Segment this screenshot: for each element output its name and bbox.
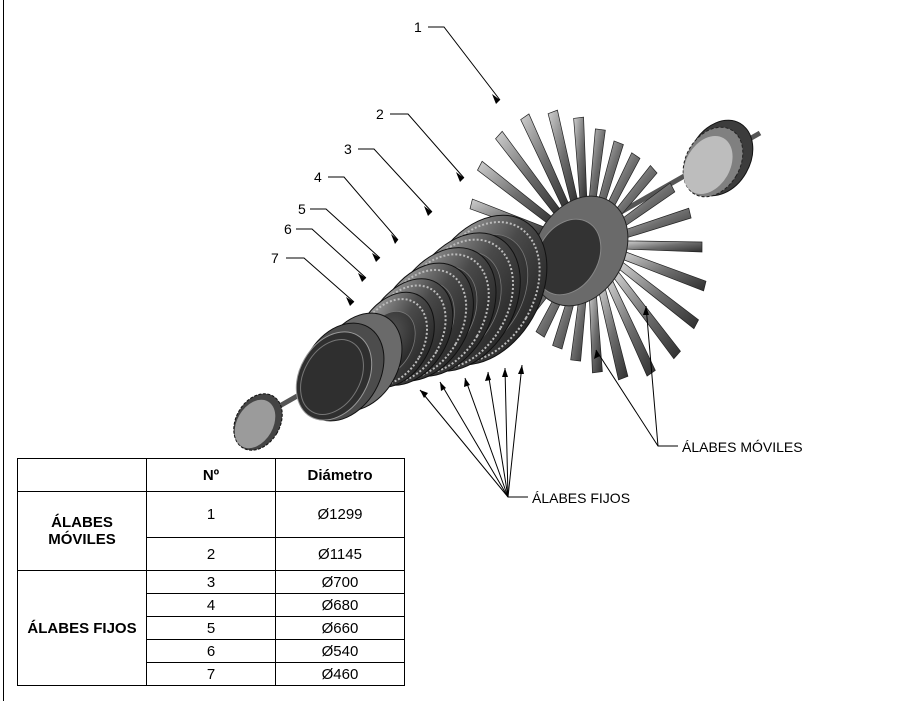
row-number: 5 <box>146 616 276 640</box>
callout-1: 1 <box>414 19 422 35</box>
group-fixed-blades: ÁLABES FIJOS <box>17 570 147 686</box>
callout-7: 7 <box>271 250 279 266</box>
header-cell-number: Nº <box>146 458 276 492</box>
table-row: 2 Ø1145 <box>18 537 405 571</box>
left-end-gear <box>233 393 283 451</box>
moving-blade <box>625 240 703 253</box>
callout-6: 6 <box>284 221 292 237</box>
row-diameter: Ø460 <box>275 662 405 686</box>
moving-blade <box>597 285 629 381</box>
drawing-frame-border <box>3 0 4 701</box>
table-row: ÁLABES MÓVILES 1 Ø1299 <box>17 491 405 571</box>
row-diameter: Ø1299 <box>275 491 405 538</box>
row-number: 6 <box>146 639 276 663</box>
table-row: ÁLABES FIJOS 3 Ø700 <box>17 570 405 686</box>
moving-blades-label: ÁLABES MÓVILES <box>682 439 803 455</box>
row-diameter: Ø660 <box>275 616 405 640</box>
row-diameter: Ø1145 <box>275 537 405 571</box>
group-moving-blades: ÁLABES MÓVILES <box>17 491 147 571</box>
table-row: 4 Ø680 <box>18 593 405 617</box>
row-number: 1 <box>146 491 276 538</box>
diameter-table: Nº Diámetro ÁLABES MÓVILES 1 Ø1299 2 Ø11… <box>17 458 405 686</box>
moving-blade <box>588 289 603 374</box>
row-diameter: Ø700 <box>275 570 405 594</box>
moving-blade <box>547 109 579 205</box>
row-diameter: Ø680 <box>275 593 405 617</box>
group-moving-line2: MÓVILES <box>48 531 116 548</box>
arrowheads <box>346 94 649 398</box>
drum-casing <box>295 312 403 422</box>
table-header-row: Nº Diámetro <box>17 458 405 492</box>
callout-3: 3 <box>344 141 352 157</box>
header-cell-empty <box>17 458 147 492</box>
row-number: 3 <box>146 570 276 594</box>
fixed-blades-label: ÁLABES FIJOS <box>532 490 630 506</box>
right-end-gear <box>682 119 754 198</box>
row-number: 4 <box>146 593 276 617</box>
group-moving-line1: ÁLABES <box>51 514 113 531</box>
callout-5: 5 <box>298 201 306 217</box>
row-number: 7 <box>146 662 276 686</box>
moving-blade <box>623 251 707 292</box>
header-cell-diameter: Diámetro <box>275 458 405 492</box>
leader-lines <box>286 26 678 498</box>
moving-blade <box>573 116 588 201</box>
row-diameter: Ø540 <box>275 639 405 663</box>
table-row: 6 Ø540 <box>18 639 405 663</box>
callout-2: 2 <box>376 106 384 122</box>
table-row: 7 Ø460 <box>18 662 405 686</box>
callout-4: 4 <box>314 169 322 185</box>
row-number: 2 <box>146 537 276 571</box>
